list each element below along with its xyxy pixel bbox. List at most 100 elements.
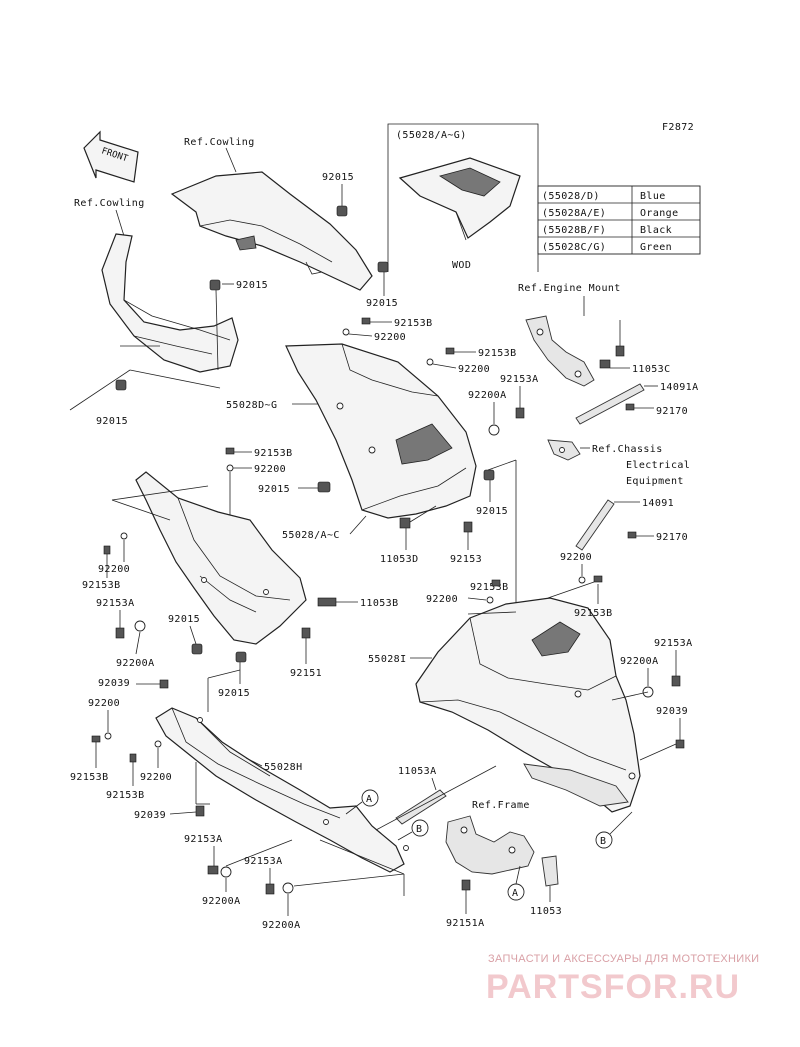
part-92153B-c: 92153B: [254, 448, 293, 459]
color-name-blue: Blue: [640, 191, 666, 202]
ref-cowling-left: Ref.Cowling: [74, 198, 145, 209]
part-92015-d: 92015: [96, 416, 128, 427]
part-92200-d: 92200: [98, 564, 130, 575]
bolt-icon: [461, 879, 471, 891]
part-92015-a: 92015: [322, 172, 354, 183]
upper-fairing: [170, 171, 373, 291]
grommet-icon: [115, 379, 127, 391]
screw-icon: [625, 403, 635, 411]
part-92200A-a: 92200A: [468, 390, 507, 401]
bracket-11053: [541, 855, 559, 887]
part-14091: 14091: [642, 498, 674, 509]
part-92200A-d: 92200A: [202, 896, 241, 907]
washer-icon: [220, 866, 232, 878]
grommet-icon: [483, 469, 495, 481]
part-92015-e: 92015: [258, 484, 290, 495]
part-92153B-d: 92153B: [82, 580, 121, 591]
color-code-bf: (55028B/F): [542, 225, 606, 236]
screw-icon: [342, 317, 455, 366]
part-92039-a: 92039: [98, 678, 130, 689]
part-92153B-b: 92153B: [478, 348, 517, 359]
color-name-black: Black: [640, 225, 672, 236]
grommet-icon: [209, 279, 221, 291]
callout-b2-label: B: [600, 836, 606, 847]
part-92153B-g: 92153B: [70, 772, 109, 783]
side-cowl-55028D: [285, 343, 477, 519]
part-92200A-b: 92200A: [116, 658, 155, 669]
ref-frame: Ref.Frame: [472, 800, 530, 811]
callout-a2-label: A: [512, 888, 518, 899]
engine-mount-bracket: [525, 315, 595, 387]
screw-icon: [91, 732, 112, 743]
part-11053A: 11053A: [398, 766, 437, 777]
ref-engine-mount: Ref.Engine Mount: [518, 283, 621, 294]
grommet-icon: [191, 643, 203, 655]
grommet-icon: [235, 651, 247, 663]
part-92153A-d: 92153A: [184, 834, 223, 845]
part-92039-c: 92039: [656, 706, 688, 717]
part-14091A: 14091A: [660, 382, 699, 393]
callout-b-left: [411, 819, 429, 837]
washer-icon: [578, 576, 586, 584]
part-92200-e: 92200: [426, 594, 458, 605]
figure-code: F2872: [662, 122, 694, 133]
bolt-icon: [671, 675, 681, 687]
part-92170-a: 92170: [656, 406, 688, 417]
bolt-icon: [399, 517, 411, 529]
part-92200-c: 92200: [254, 464, 286, 475]
screw-icon: [103, 532, 128, 555]
watermark-logo: PARTSFOR.RU: [486, 968, 740, 1006]
color-name-green: Green: [640, 242, 672, 253]
chassis-bracket: [547, 439, 581, 461]
color-code-d: (55028/D): [542, 191, 600, 202]
part-55028D-G: 55028D~G: [226, 400, 277, 411]
screw-icon: [593, 575, 603, 583]
part-92153B-a: 92153B: [394, 318, 433, 329]
part-92015-h: 92015: [218, 688, 250, 699]
ref-chassis-l1: Ref.Chassis: [592, 444, 663, 455]
callout-a1-label: A: [366, 794, 372, 805]
screw-icon: [491, 579, 501, 587]
washer-icon: [486, 596, 494, 604]
ref-chassis-l3: Equipment: [626, 476, 684, 487]
hose-14091A: [575, 383, 645, 425]
part-92153A-a: 92153A: [500, 374, 539, 385]
callout-a-left: [361, 789, 379, 807]
part-11053: 11053: [530, 906, 562, 917]
part-92151A: 92151A: [446, 918, 485, 929]
ref-cowling-top: Ref.Cowling: [184, 137, 255, 148]
frame-bracket: [445, 815, 535, 875]
washer-icon: [134, 620, 146, 632]
part-92200-h: 92200: [140, 772, 172, 783]
bolt-icon: [463, 521, 473, 533]
part-92200-b: 92200: [458, 364, 490, 375]
callout-b-right: [595, 831, 613, 849]
part-92200-a: 92200: [374, 332, 406, 343]
part-11053B: 11053B: [360, 598, 399, 609]
part-92039-b: 92039: [134, 810, 166, 821]
bracket-11053A: [395, 789, 447, 825]
wod-box-title: (55028/A~G): [396, 130, 467, 141]
bolt-icon: [317, 597, 337, 607]
part-92200A-e: 92200A: [262, 920, 301, 931]
part-92170-b: 92170: [656, 532, 688, 543]
part-92153B-h: 92153B: [106, 790, 145, 801]
bolt-icon: [195, 805, 205, 817]
screw-icon: [159, 679, 169, 689]
color-code-cg: (55028C/G): [542, 242, 606, 253]
part-92153B-f: 92153B: [574, 608, 613, 619]
front-arrow-icon: FRONT: [83, 130, 139, 183]
ref-chassis-l2: Electrical: [626, 460, 690, 471]
part-92153A-e: 92153A: [244, 856, 283, 867]
bolt-icon: [115, 627, 125, 639]
part-92015-g: 92015: [168, 614, 200, 625]
screw-icon: [627, 531, 637, 539]
bolt-icon: [207, 865, 219, 875]
part-92153A-b: 92153A: [96, 598, 135, 609]
color-name-orange: Orange: [640, 208, 679, 219]
bolt-icon: [599, 320, 625, 369]
screw-icon: [675, 739, 685, 749]
wod-note: WOD: [452, 260, 471, 271]
part-55028A-C: 55028/A~C: [282, 530, 340, 541]
